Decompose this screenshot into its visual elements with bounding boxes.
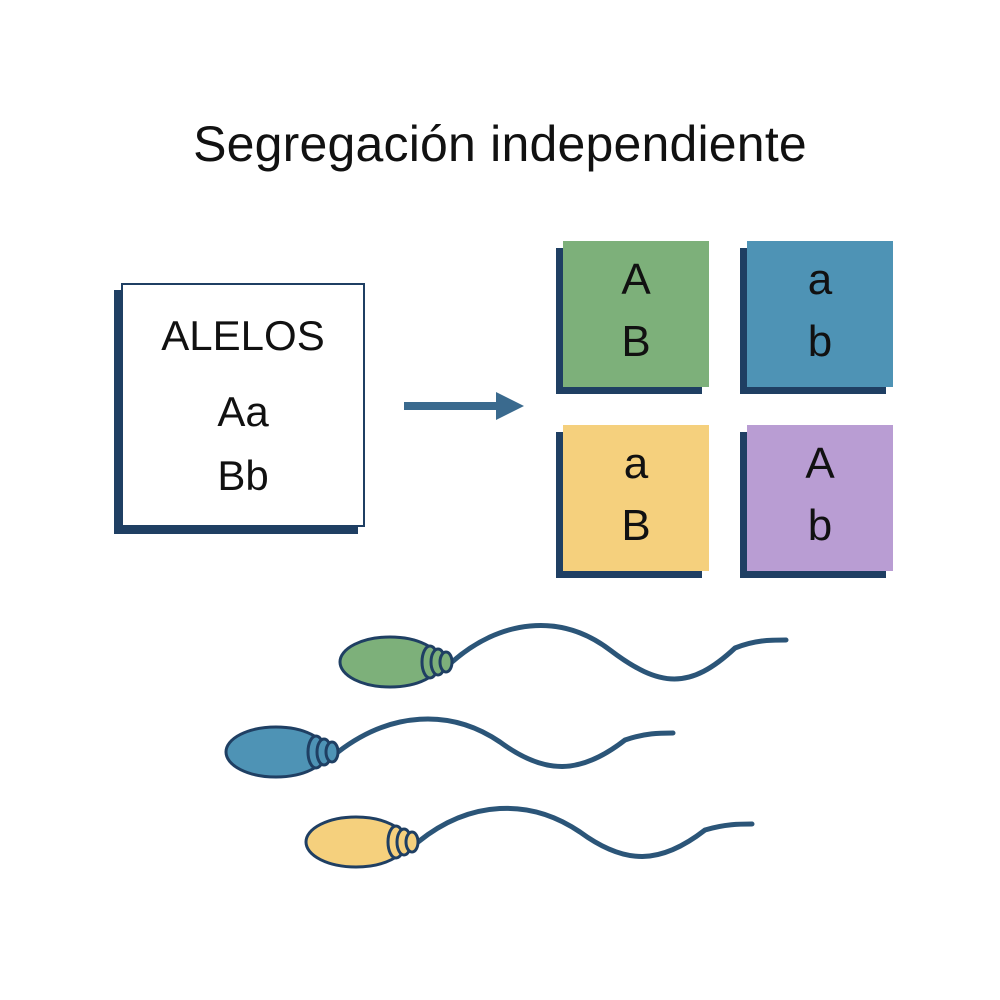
gamete-allele-top: a: [807, 255, 833, 304]
gamete-allele-bottom: b: [807, 317, 833, 366]
sperm-tail: [449, 623, 789, 682]
gamete-allele-top: A: [621, 255, 651, 304]
gamete-allele-top: a: [623, 439, 649, 488]
right-arrow-icon: [404, 392, 524, 420]
gamete-allele-bottom: b: [807, 501, 833, 550]
sperm-tail: [335, 716, 676, 769]
gamete-tile: a B: [563, 425, 709, 571]
gamete-tile: A B: [563, 241, 709, 387]
sperm-yellow: [304, 815, 420, 869]
alleles-gene-b: Bb: [217, 452, 269, 499]
alleles-heading: ALELOS: [161, 312, 325, 359]
gamete-allele-top: A: [805, 439, 835, 488]
alleles-gene-a: Aa: [217, 388, 269, 435]
sperm-green: [338, 635, 454, 689]
sperm-tail: [415, 805, 755, 859]
gamete-allele-bottom: B: [621, 317, 651, 366]
gamete-allele-bottom: B: [621, 501, 651, 550]
alleles-box: ALELOS Aa Bb: [121, 283, 365, 527]
gamete-tile: a b: [747, 241, 893, 387]
sperm-blue: [224, 725, 340, 779]
gamete-tile: A b: [747, 425, 893, 571]
diagram-title: Segregación independiente: [193, 116, 807, 172]
